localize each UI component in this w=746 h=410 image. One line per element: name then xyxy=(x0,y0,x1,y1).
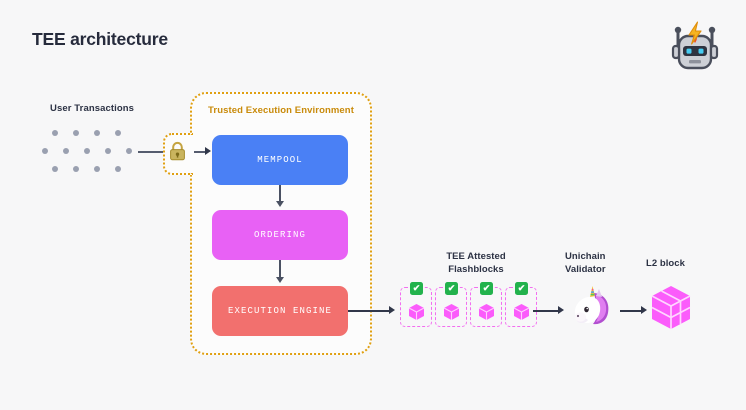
tx-dot xyxy=(42,148,48,154)
dot-row xyxy=(42,160,152,178)
cube-icon xyxy=(477,302,496,321)
page-title: TEE architecture xyxy=(32,29,168,49)
check-badge-icon: ✔ xyxy=(480,282,493,295)
user-transactions-label: User Transactions xyxy=(50,103,135,114)
stage-box-ordering[interactable]: ORDERING xyxy=(212,210,348,260)
connector-line-mempool-to-ordering xyxy=(279,185,281,203)
arrowhead-to-execution xyxy=(276,277,284,283)
tx-dot xyxy=(52,130,58,136)
l2-block-label: L2 block xyxy=(646,258,685,269)
tx-dot xyxy=(84,148,90,154)
connector-line-lock-to-mempool xyxy=(194,151,206,153)
flashblocks-label: TEE Attested Flashblocks xyxy=(428,250,524,276)
check-badge-icon: ✔ xyxy=(445,282,458,295)
cube-icon xyxy=(407,302,426,321)
tx-dot xyxy=(105,148,111,154)
user-transactions-dots xyxy=(42,124,152,178)
flashbots-robot-icon xyxy=(666,16,724,72)
tx-dot xyxy=(52,166,58,172)
connector-line-ordering-to-execution xyxy=(279,260,281,278)
tx-dot xyxy=(73,166,79,172)
tx-dot xyxy=(94,130,100,136)
tx-dot xyxy=(94,166,100,172)
stage-box-mempool[interactable]: MEMPOOL xyxy=(212,135,348,185)
tx-dot xyxy=(115,166,121,172)
arrowhead-to-mempool xyxy=(205,147,211,155)
flashblock-item[interactable]: ✔ xyxy=(435,282,467,327)
dot-row xyxy=(42,124,152,142)
tx-dot xyxy=(63,148,69,154)
flashblocks-label-line2: Flashblocks xyxy=(448,264,504,275)
flashblock-item[interactable]: ✔ xyxy=(470,282,502,327)
lock-icon xyxy=(169,141,186,161)
arrowhead-to-l2block xyxy=(641,306,647,314)
flashblock-item[interactable]: ✔ xyxy=(505,282,537,327)
validator-label-line2: Validator xyxy=(565,264,606,275)
arrowhead-to-validator xyxy=(558,306,564,314)
arrowhead-to-flashblocks xyxy=(389,306,395,314)
l2-cube-icon xyxy=(648,283,694,331)
check-badge-icon: ✔ xyxy=(515,282,528,295)
stage-box-execution-engine[interactable]: EXECUTION ENGINE xyxy=(212,286,348,336)
validator-label: Unichain Validator xyxy=(565,250,606,276)
tee-lock-pocket xyxy=(163,133,193,175)
arrowhead-to-ordering xyxy=(276,201,284,207)
unicorn-icon xyxy=(570,285,614,329)
check-badge-icon: ✔ xyxy=(410,282,423,295)
validator-label-line1: Unichain xyxy=(565,251,606,262)
cube-icon xyxy=(512,302,531,321)
tee-label: Trusted Execution Environment xyxy=(208,105,354,116)
connector-line-flashblocks-to-validator xyxy=(533,310,559,312)
tx-dot xyxy=(115,130,121,136)
connector-line-inputs-to-lock xyxy=(138,151,166,153)
connector-line-execution-to-flashblocks xyxy=(348,310,390,312)
dot-row xyxy=(42,142,152,160)
flashblocks-label-line1: TEE Attested xyxy=(446,251,506,262)
connector-line-validator-to-l2block xyxy=(620,310,642,312)
flashblocks-row: ✔ ✔ ✔ xyxy=(400,282,537,327)
flashblock-item[interactable]: ✔ xyxy=(400,282,432,327)
cube-icon xyxy=(442,302,461,321)
tx-dot xyxy=(126,148,132,154)
tx-dot xyxy=(73,130,79,136)
